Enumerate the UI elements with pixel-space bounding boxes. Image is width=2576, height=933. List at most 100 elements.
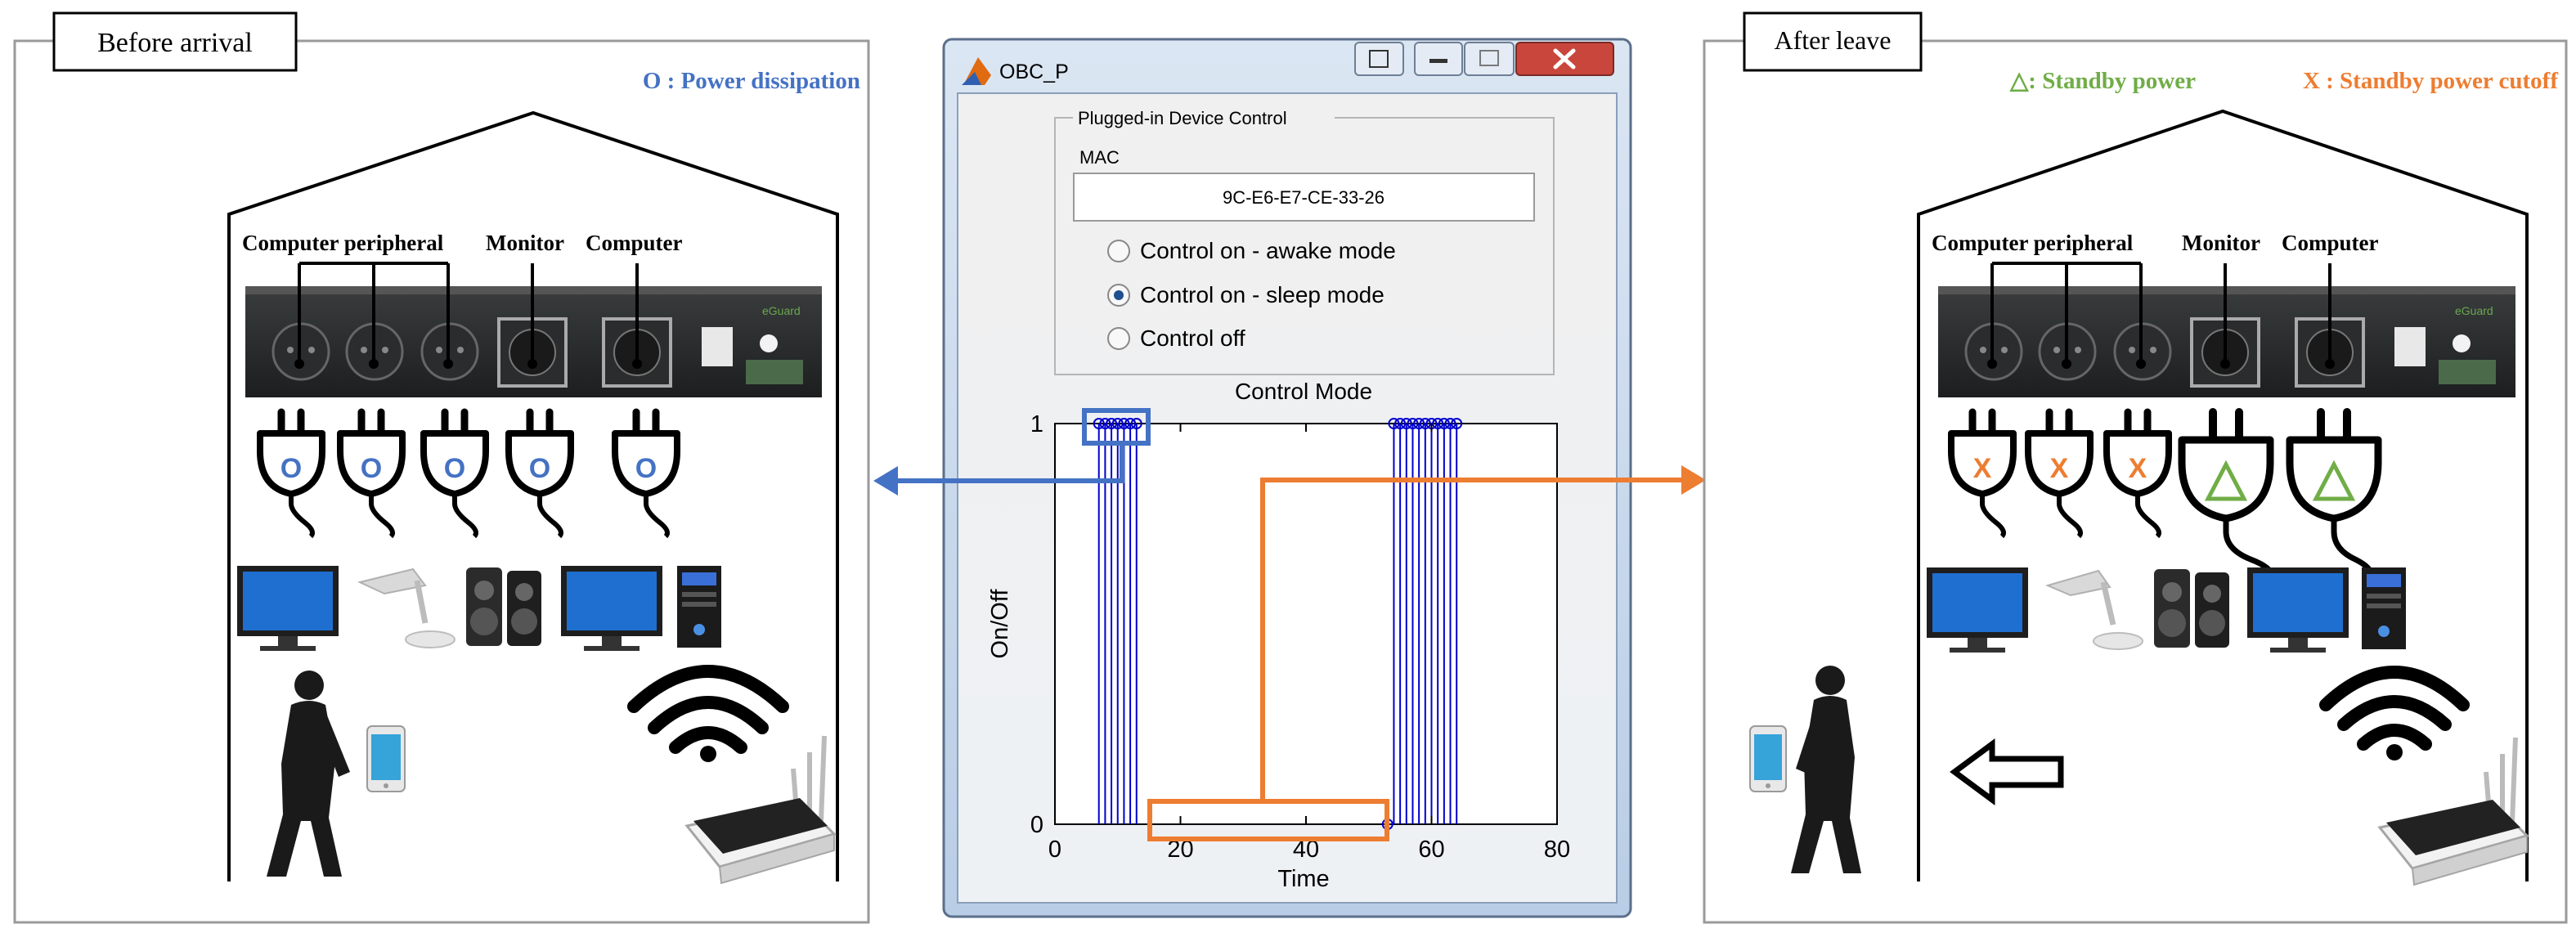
house-outline (1917, 109, 2529, 881)
monitor-icon (237, 566, 339, 651)
pulse-marker (1419, 418, 1431, 429)
right-panel: After leave △: Standby power X : Standby… (1703, 11, 2568, 924)
plug-mark: O (635, 453, 657, 484)
power-strip: eGuard (245, 286, 822, 397)
person-icon (1791, 666, 1861, 873)
svg-text:eGuard: eGuard (2455, 304, 2493, 317)
label-peripheral: Computer peripheral (1932, 231, 2134, 255)
mac-field[interactable] (1073, 173, 1535, 222)
label-monitor: Monitor (2182, 231, 2260, 255)
pulse-marker (1388, 418, 1400, 429)
person-icon (267, 671, 350, 877)
speaker-icon (466, 567, 541, 646)
window-title: OBC_P (999, 61, 1069, 83)
mac-label: MAC (1079, 147, 1120, 168)
right-title: After leave (1774, 25, 1891, 55)
pulse-marker (1124, 418, 1137, 429)
plug-mark: X (1973, 453, 1992, 484)
label-peripheral: Computer peripheral (242, 231, 444, 255)
pulse-marker (1444, 418, 1456, 429)
svg-text:eGuard: eGuard (762, 304, 801, 317)
arrow-left-icon (1950, 738, 2064, 805)
awake-highlight-box (1082, 408, 1151, 446)
desk-lamp-icon (2045, 569, 2143, 650)
plug-mark: O (361, 453, 382, 484)
x-tick-label: 0 (1048, 837, 1061, 863)
maximize-icon (1479, 50, 1499, 66)
chart-ylabel: On/Off (987, 589, 1013, 659)
pulse-marker (1432, 418, 1444, 429)
plug-icon: O (505, 408, 574, 539)
smartphone-icon (1749, 725, 1787, 792)
radio-awake-label: Control on - awake mode (1140, 238, 1396, 263)
radio-sleep-dot (1114, 290, 1124, 300)
radio-off[interactable]: Control off (1107, 325, 1245, 351)
house-outline (227, 110, 839, 881)
restore-button[interactable] (1354, 42, 1404, 76)
close-button[interactable] (1515, 42, 1614, 76)
right-legend-cutoff: X : Standby power cutoff (2303, 68, 2558, 94)
pulse-marker (1093, 418, 1105, 429)
minimize-button[interactable] (1414, 42, 1463, 76)
left-title-box (52, 11, 298, 72)
plug-icon: X (1948, 408, 2017, 539)
plug-mark: O (280, 453, 302, 484)
wifi-icon (2319, 666, 2470, 760)
x-tick-label: 60 (1418, 837, 1444, 863)
y-tick-label: 1 (1030, 411, 1043, 437)
label-computer: Computer (586, 231, 682, 255)
pulse-marker (1451, 418, 1463, 429)
pulse-marker (1130, 418, 1142, 429)
monitor-icon (2247, 567, 2349, 653)
restore-icon (1369, 50, 1389, 68)
pulse-marker (1111, 418, 1124, 429)
standby-plug-icon (2286, 408, 2382, 576)
chart-xlabel: Time (1277, 866, 1329, 892)
matlab-logo-icon (962, 57, 991, 85)
pulse-marker (1407, 418, 1419, 429)
router-icon (684, 735, 837, 885)
right-title-box (1743, 11, 1923, 72)
minimize-icon (1429, 59, 1447, 63)
radio-off-indicator[interactable] (1107, 327, 1130, 350)
sleep-highlight-box (1147, 799, 1389, 841)
group-title: Plugged-in Device Control (1078, 108, 1287, 128)
pulse-marker (1106, 418, 1118, 429)
radio-sleep[interactable]: Control on - sleep mode (1107, 282, 1384, 307)
label-monitor: Monitor (486, 231, 564, 255)
radio-sleep-label: Control on - sleep mode (1140, 282, 1384, 307)
arrow-to-before-head (873, 466, 898, 496)
router-icon (2377, 737, 2529, 886)
left-panel: Before arrival O : Power dissipation Com… (13, 11, 870, 924)
pulse-marker (1438, 418, 1450, 429)
device-row (237, 566, 721, 651)
mac-value: 9C-E6-E7-CE-33-26 (1223, 187, 1384, 208)
maximize-button[interactable] (1464, 42, 1515, 76)
arrow-to-after-head (1681, 465, 1706, 495)
plug-mark: O (444, 453, 465, 484)
pulse-marker (1400, 418, 1412, 429)
right-panel-frame (1703, 39, 2568, 924)
left-title: Before arrival (97, 28, 253, 58)
wifi-icon (627, 665, 789, 762)
computer-tower-icon (2362, 567, 2406, 649)
socket-bracket (1990, 262, 2331, 364)
right-legend-standby: △: Standby power (2009, 68, 2196, 94)
pulse-marker (1118, 418, 1130, 429)
close-icon (1553, 48, 1576, 70)
device-row (1927, 567, 2406, 653)
plot-area (1054, 423, 1558, 825)
speaker-icon (2154, 569, 2229, 648)
pulse-marker (1099, 418, 1111, 429)
pulse-marker (1413, 418, 1425, 429)
radio-awake-indicator[interactable] (1107, 240, 1130, 262)
desk-lamp-icon (357, 567, 456, 648)
plug-icon: O (612, 408, 680, 539)
pulse-marker (1394, 418, 1407, 429)
radio-awake[interactable]: Control on - awake mode (1107, 238, 1396, 263)
monitor-icon (1927, 567, 2028, 653)
smartphone-icon (366, 725, 406, 792)
monitor-icon (561, 566, 662, 651)
arrow-to-before (883, 443, 1124, 483)
left-legend: O : Power dissipation (643, 68, 860, 94)
